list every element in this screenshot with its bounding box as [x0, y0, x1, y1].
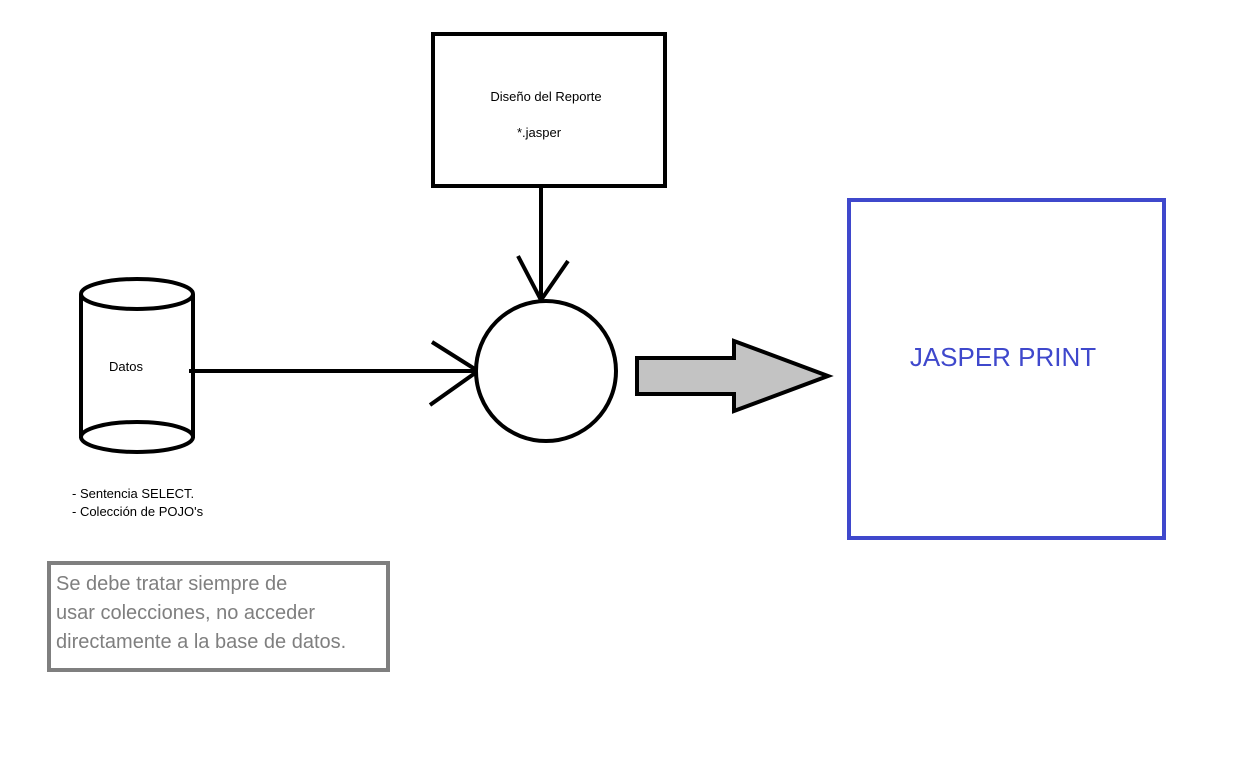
- report-design-title: Diseño del Reporte: [490, 89, 601, 104]
- jasper-print-box-border: [847, 198, 1166, 540]
- data-to-fill-arrowhead: [428, 340, 482, 407]
- cylinder-top: [79, 277, 195, 311]
- data-to-fill-arrow: [189, 340, 482, 407]
- datasource-bullets: - Sentencia SELECT. - Colección de POJO'…: [72, 486, 204, 519]
- note-box-border: [47, 561, 390, 672]
- report-design-box-border: [431, 32, 667, 188]
- note-line-3: directamente a la base de datos.: [56, 631, 346, 653]
- cylinder-bottom: [79, 420, 195, 454]
- datasource-cylinder: Datos: [79, 277, 195, 454]
- datasource-bullet-select: - Sentencia SELECT.: [72, 486, 194, 501]
- report-design-box: Diseño del Reporte *.jasper: [431, 32, 667, 188]
- note-line-1: Se debe tratar siempre de: [56, 573, 287, 595]
- note-line-2: usar colecciones, no acceder: [56, 602, 315, 624]
- fill-process-circle: [474, 299, 618, 443]
- jasper-print-box: JASPER PRINT: [847, 198, 1166, 540]
- note-box: Se debe tratar siempre de usar coleccion…: [47, 561, 390, 672]
- jasper-print-label: JASPER PRINT: [910, 342, 1096, 372]
- datasource-bullet-pojo: - Colección de POJO's: [72, 504, 204, 519]
- report-design-extension: *.jasper: [517, 125, 562, 140]
- datasource-label: Datos: [109, 359, 143, 374]
- design-to-fill-arrow: [516, 186, 570, 304]
- output-block-arrow: [635, 338, 834, 414]
